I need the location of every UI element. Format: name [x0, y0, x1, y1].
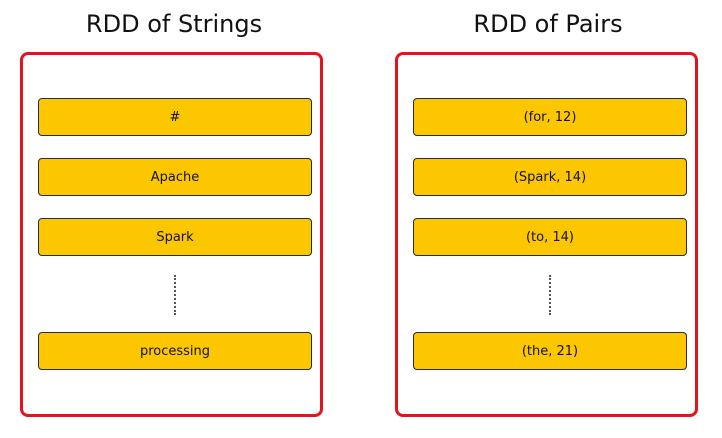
string-item: Spark [38, 218, 312, 256]
pair-item: (the, 21) [413, 332, 687, 370]
rdd-strings-panel: # Apache Spark processing [20, 52, 323, 417]
right-panel-title: RDD of Pairs [473, 10, 623, 38]
pair-item: (for, 12) [413, 98, 687, 136]
rdd-pairs-panel: (for, 12) (Spark, 14) (to, 14) (the, 21) [395, 52, 698, 417]
left-panel-title: RDD of Strings [85, 10, 263, 38]
pair-item: (Spark, 14) [413, 158, 687, 196]
pair-item: (to, 14) [413, 218, 687, 256]
ellipsis-dots [174, 275, 176, 315]
string-item: processing [38, 332, 312, 370]
string-item: # [38, 98, 312, 136]
string-item: Apache [38, 158, 312, 196]
ellipsis-dots [549, 275, 551, 315]
